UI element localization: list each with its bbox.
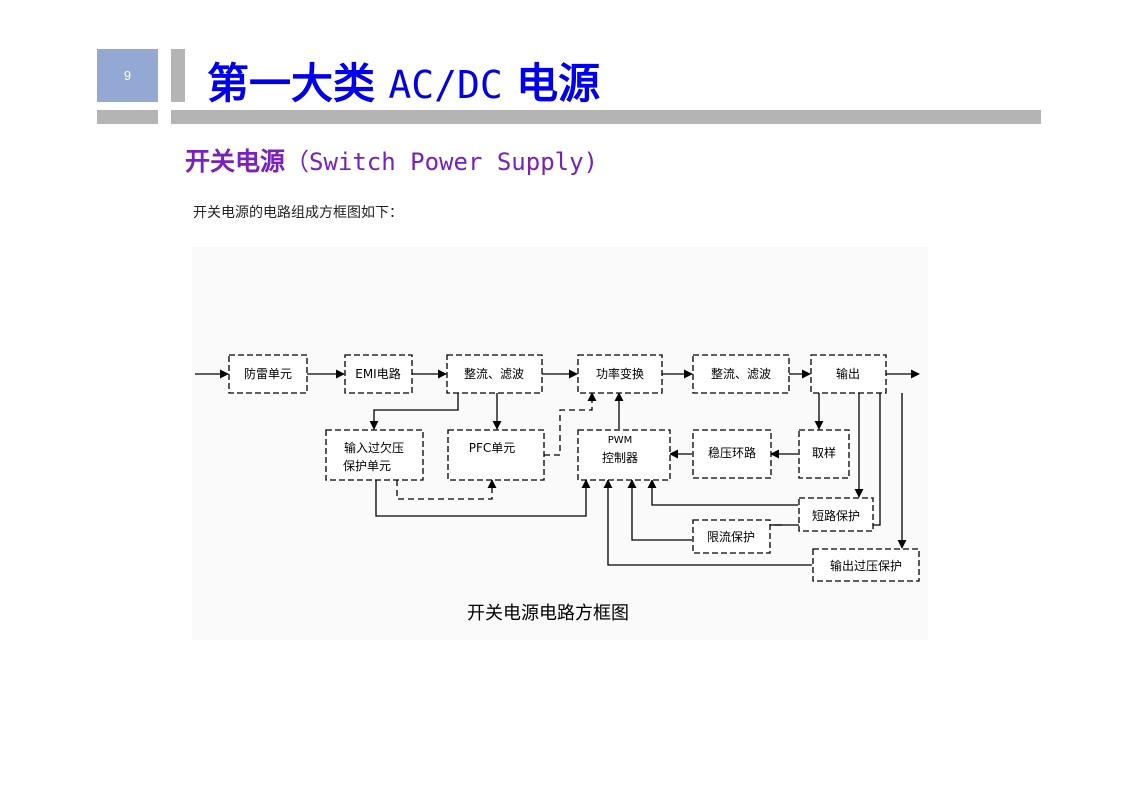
block-current-limit-label: 限流保护 [707, 530, 755, 544]
wire-inputprotect-pwm [375, 479, 591, 517]
block-power-label: 功率变换 [596, 366, 644, 381]
wire-pfc-power [544, 392, 597, 456]
block-sampling: 取样 [798, 429, 850, 479]
block-lightning: 防雷单元 [228, 354, 308, 394]
title-cn-part1: 第一大类 [207, 59, 376, 108]
block-pwm-label-2: 控制器 [602, 451, 638, 465]
block-rect2-label: 整流、滤波 [711, 366, 771, 381]
block-rect1: 整流、滤波 [446, 354, 543, 394]
block-lightning-label: 防雷单元 [244, 366, 292, 381]
wire-shortprotect-pwm [647, 479, 798, 506]
slide-number-badge: 9 [97, 49, 158, 102]
wire-currentlimit-pwm [627, 479, 692, 541]
title-accent-bar [171, 49, 185, 102]
title-cn-part2: 电源 [516, 59, 601, 108]
wire-inputprotect-pfc [396, 479, 497, 500]
diagram-caption: 开关电源电路方框图 [467, 603, 629, 624]
block-rect1-label: 整流、滤波 [464, 366, 524, 381]
intro-text: 开关电源的电路组成方框图如下： [193, 205, 403, 221]
block-current-limit: 限流保护 [692, 519, 771, 554]
block-output: 输出 [810, 354, 887, 394]
page-title: 第一大类 AC/DC 电源 [207, 56, 600, 113]
block-rect2: 整流、滤波 [692, 354, 790, 394]
block-overvoltage: 输出过压保护 [812, 548, 920, 582]
block-emi-label: EMI电路 [355, 366, 400, 381]
block-emi: EMI电路 [344, 354, 413, 394]
block-overvoltage-label: 输出过压保护 [830, 558, 902, 573]
wire-rect1-inputprotect [369, 393, 459, 430]
block-regulation-label: 稳压环路 [708, 445, 756, 460]
block-input-protect-label-1: 输入过欠压 [344, 440, 404, 455]
slide-number: 9 [123, 68, 132, 83]
title-latin: AC/DC [388, 63, 503, 107]
block-power: 功率变换 [577, 354, 663, 394]
block-pwm-label-1: PWM [608, 435, 633, 446]
block-short-protect-label: 短路保护 [812, 508, 860, 523]
block-pfc: PFC单元 [447, 429, 545, 481]
block-sampling-label: 取样 [812, 445, 836, 460]
block-regulation: 稳压环路 [692, 429, 772, 479]
block-short-protect: 短路保护 [798, 497, 874, 532]
subtitle-latin: （Switch Power Supply) [285, 148, 598, 176]
block-diagram-svg: 防雷单元 EMI电路 整流、滤波 功率变换 整流、滤波 输出 输入过欠压 保护单… [195, 354, 920, 624]
block-input-protect-label-2: 保护单元 [343, 459, 391, 473]
block-input-protect: 输入过欠压 保护单元 [325, 429, 424, 481]
block-output-label: 输出 [836, 366, 860, 381]
section-subtitle: 开关电源（Switch Power Supply) [185, 144, 598, 180]
block-pwm: PWM 控制器 [577, 429, 671, 481]
subtitle-cn: 开关电源 [185, 147, 286, 176]
block-diagram: 防雷单元 EMI电路 整流、滤波 功率变换 整流、滤波 输出 输入过欠压 保护单… [192, 247, 928, 640]
title-divider-right [171, 110, 1041, 124]
block-pfc-label: PFC单元 [469, 441, 516, 455]
wire-overvoltage-pwm [603, 479, 812, 566]
title-divider-left [97, 110, 158, 124]
